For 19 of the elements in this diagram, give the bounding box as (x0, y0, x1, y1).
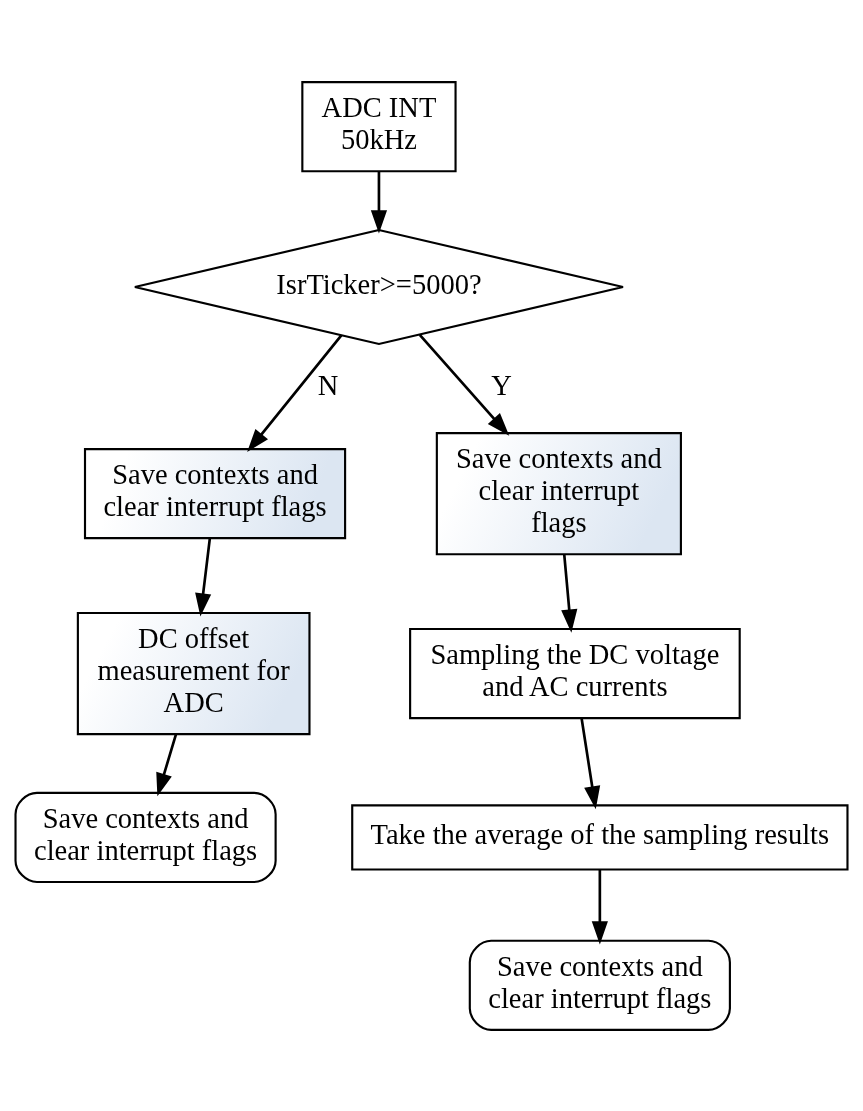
node-box: Save contexts and clear interrupt flags (435, 431, 682, 555)
node-box: Save contexts and clear interrupt flags (14, 791, 277, 883)
node-box: ADC INT 50kHz (301, 80, 457, 172)
edge-label: Y (491, 369, 511, 401)
arrow (156, 733, 178, 796)
node-box: Save contexts and clear interrupt flags (83, 447, 347, 539)
arrow (561, 554, 578, 633)
edge-label: N (317, 369, 339, 401)
arrow (370, 170, 388, 233)
node-box: Sampling the DC voltage and AC currents (409, 627, 741, 719)
node-box: Take the average of the sampling results (351, 803, 849, 871)
arrow (591, 869, 608, 944)
node-box: DC offset measurement for ADC (76, 611, 311, 735)
arrow (195, 537, 212, 616)
node-box: Save contexts and clear interrupt flags (468, 939, 731, 1031)
node-diamond: IsrTicker>=5000? (133, 228, 625, 345)
arrow (580, 717, 601, 809)
arrow (418, 333, 510, 436)
arrow (247, 334, 343, 452)
